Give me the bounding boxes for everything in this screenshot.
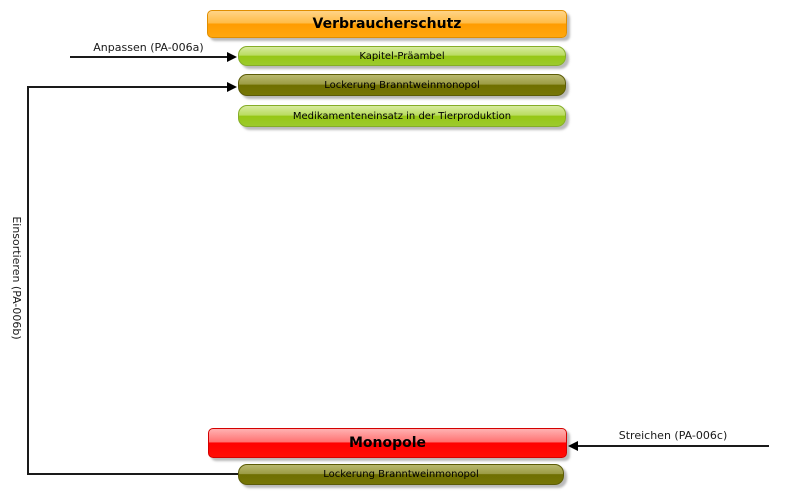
item-box-lockerung-branntweinmonopol-bottom: Lockerung Branntweinmonopol	[238, 464, 564, 485]
einsortieren-bottom-line	[27, 473, 238, 475]
item-box-kapitel-praeambel: Kapitel-Präambel	[238, 46, 566, 66]
einsortieren-arrowhead-icon	[227, 82, 237, 92]
einsortieren-top-line	[27, 86, 227, 88]
item-label-lockerung-branntweinmonopol-top: Lockerung Branntweinmonopol	[324, 79, 480, 91]
item-label-lockerung-branntweinmonopol-bottom: Lockerung Branntweinmonopol	[323, 469, 479, 480]
item-box-medikamenteneinsatz: Medikamenteneinsatz in der Tierproduktio…	[238, 105, 566, 127]
chapter-box-monopole: Monopole	[208, 428, 567, 458]
anpassen-arrowhead-icon	[227, 52, 237, 62]
anpassen-arrow-line	[70, 56, 228, 58]
item-box-lockerung-branntweinmonopol-top: Lockerung Branntweinmonopol	[238, 74, 566, 96]
item-label-medikamenteneinsatz: Medikamenteneinsatz in der Tierproduktio…	[292, 110, 512, 122]
streichen-arrow-line	[578, 445, 769, 447]
streichen-arrowhead-icon	[568, 441, 578, 451]
item-label-kapitel-praeambel: Kapitel-Präambel	[359, 50, 445, 62]
einsortieren-vertical-line	[27, 86, 29, 475]
chapter-title-monopole: Monopole	[348, 435, 427, 451]
einsortieren-label: Einsortieren (PA-006b)	[10, 216, 23, 340]
streichen-label: Streichen (PA-006c)	[618, 429, 728, 442]
anpassen-label: Anpassen (PA-006a)	[93, 41, 204, 54]
chapter-title-verbraucherschutz: Verbraucherschutz	[312, 16, 462, 32]
chapter-box-verbraucherschutz: Verbraucherschutz	[207, 10, 567, 38]
